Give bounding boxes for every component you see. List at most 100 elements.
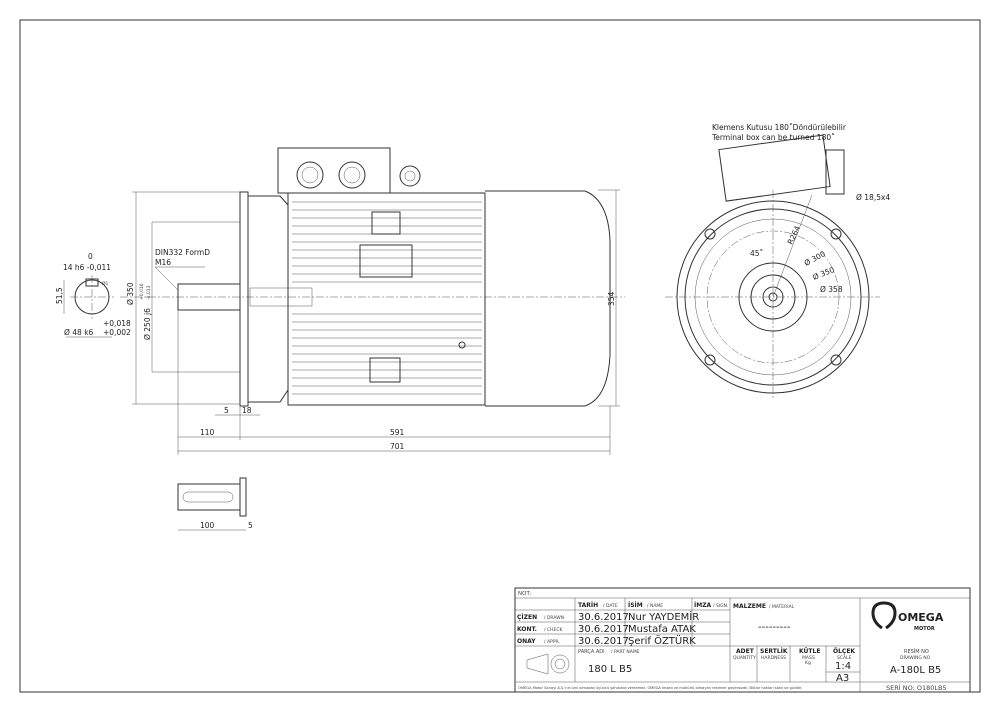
nameplate — [359, 244, 413, 278]
key-depth: Ø1 — [102, 280, 109, 287]
shaft-note-thread: M16 — [155, 258, 171, 267]
key-tol-upper: 0 — [88, 252, 93, 261]
shaft-height: 51,5 — [55, 287, 64, 304]
hardness-label-en: HARDNESS — [761, 655, 786, 661]
flange — [239, 191, 249, 407]
qty-label: ADET — [736, 648, 755, 655]
shaft-dia-tol-upper: +0,018 — [103, 319, 131, 328]
cable-gland — [825, 149, 845, 195]
motor-body — [287, 192, 486, 406]
hardness-label: SERTLİK — [760, 648, 788, 655]
bolt-hole — [704, 354, 716, 366]
bolt-hole — [704, 228, 716, 240]
shaft-length: 100 — [200, 521, 215, 530]
shaft-detail-body — [177, 483, 241, 511]
cable-gland-1-inner — [301, 166, 319, 184]
mass-label-en: MASS — [802, 655, 815, 661]
drawing-no-label: RESİM NO — [904, 648, 929, 655]
name-appr: Şerif ÖZTÜRK — [628, 634, 696, 647]
name-header: İSİM — [628, 602, 643, 609]
dim-110: 110 — [200, 428, 215, 437]
drawing-no: A-180L B5 — [890, 665, 941, 676]
role-appr-en: / APPR. — [544, 639, 560, 645]
role-drawn-en: / DRAWN — [544, 615, 564, 621]
dim-5: 5 — [224, 406, 229, 415]
shoulder — [239, 477, 247, 517]
shaft-detail: 100 5 — [177, 477, 253, 531]
part-name: 180 L B5 — [588, 664, 632, 675]
d350-dim: Ø 350 — [811, 265, 836, 282]
paper-size: A3 — [836, 673, 849, 684]
scale-value: 1:4 — [835, 661, 851, 672]
d358-dim: Ø 358 — [820, 285, 843, 294]
ground-screw — [458, 341, 466, 349]
terminal-box-front — [718, 134, 831, 202]
d300-dim: Ø 300 — [803, 249, 827, 268]
logo-brand: OMEGA — [898, 611, 944, 624]
dim-591: 591 — [390, 428, 405, 437]
logo-sub: MOTOR — [914, 626, 935, 632]
radius-leader — [772, 194, 813, 298]
part-icon — [526, 653, 570, 675]
date-header-en: / DATE — [603, 603, 618, 609]
shaft-dia: Ø 48 k6 — [64, 328, 94, 337]
cable-gland-2-inner — [343, 166, 361, 184]
sign-header: İMZA — [694, 602, 712, 609]
role-check-en: / CHECK — [544, 627, 563, 633]
drawing-no-label-en: DRAWING NO — [900, 655, 931, 661]
date-appr: 30.6.2017 — [578, 636, 629, 647]
date-check: 30.6.2017 — [578, 624, 629, 635]
dim-18: 18 — [242, 406, 252, 415]
omega-logo: OMEGA MOTOR — [871, 601, 944, 632]
shaft-note-din: DIN332 FormD — [155, 248, 210, 257]
sheet-frame — [19, 19, 981, 693]
radius-dim: R264 — [786, 224, 803, 246]
holes-dim: Ø 18,5x4 — [856, 193, 890, 202]
role-check: KONT. — [517, 626, 537, 633]
role-appr: ONAY — [517, 638, 536, 645]
lifting-lug-top — [371, 211, 401, 235]
fan-cover — [485, 190, 611, 407]
terminal-note-en: Terminal box can be turned 180˚ — [711, 133, 835, 142]
part-label-en: / PART NAME — [611, 649, 640, 655]
angle-dim: 45˚ — [750, 249, 763, 258]
flange-body — [248, 195, 289, 403]
shaft-dia-tol-lower: +0,002 — [103, 328, 131, 337]
key-width: 14 h6 -0,011 — [63, 263, 111, 272]
dim-250-tol-upper: +0,016 — [139, 283, 145, 300]
leader — [154, 266, 179, 291]
bolt-hole — [830, 228, 842, 240]
date-drawn: 30.6.2017 — [578, 612, 629, 623]
dim-250: Ø 250 j6 — [143, 308, 152, 340]
footer-note: OMEGA Motor Sanayi A.Ş.'nin izni olmadan… — [518, 686, 802, 690]
shaft-key — [249, 287, 313, 307]
terminal-note-tr: Klemens Kutusu 180˚Döndürülebilir — [712, 123, 847, 132]
sign-header-en: / SIGN. — [713, 603, 728, 609]
material-label-en: / MATERIAL — [769, 604, 795, 610]
mass-unit: Kg — [805, 660, 811, 666]
name-header-en: / NAME — [647, 603, 663, 609]
terminal-box — [277, 147, 391, 194]
side-view: Ø 350 Ø 250 j6 +0,016 -0,013 DIN332 Form… — [120, 147, 625, 455]
title-block: NOT: TARİH / DATE İSİM / NAME İMZA / SIG… — [514, 587, 971, 693]
front-view: Klemens Kutusu 180˚Döndürülebilir Termin… — [665, 123, 890, 400]
part-label: PARÇA ADI — [578, 649, 605, 655]
scale-label: ÖLÇEK — [833, 648, 855, 655]
material-label: MALZEME — [733, 603, 766, 610]
name-check: Mustafa ATAK — [628, 624, 696, 635]
cable-gland-2 — [338, 161, 366, 189]
shaft-offset: 5 — [248, 521, 253, 530]
dim-250-tol-lower: -0,013 — [146, 285, 152, 300]
dim-354: 354 — [607, 291, 616, 306]
serial-no: SERİ NO: O180LB5 — [886, 683, 947, 692]
qty-label-en: QUANTITY — [733, 655, 756, 661]
title-block-frame — [514, 587, 971, 693]
shaft-section: 0 14 h6 -0,011 51,5 Ø1 Ø 48 k6 +0,018 +0… — [55, 252, 131, 338]
eye-bolt — [399, 165, 421, 187]
foot-lug-bottom — [369, 357, 401, 383]
name-drawn: Nur YAYDEMİR — [628, 610, 699, 623]
not-label: NOT: — [518, 591, 531, 597]
scale-label-en: SCALE — [837, 655, 852, 661]
role-drawn: ÇİZEN — [517, 614, 537, 621]
